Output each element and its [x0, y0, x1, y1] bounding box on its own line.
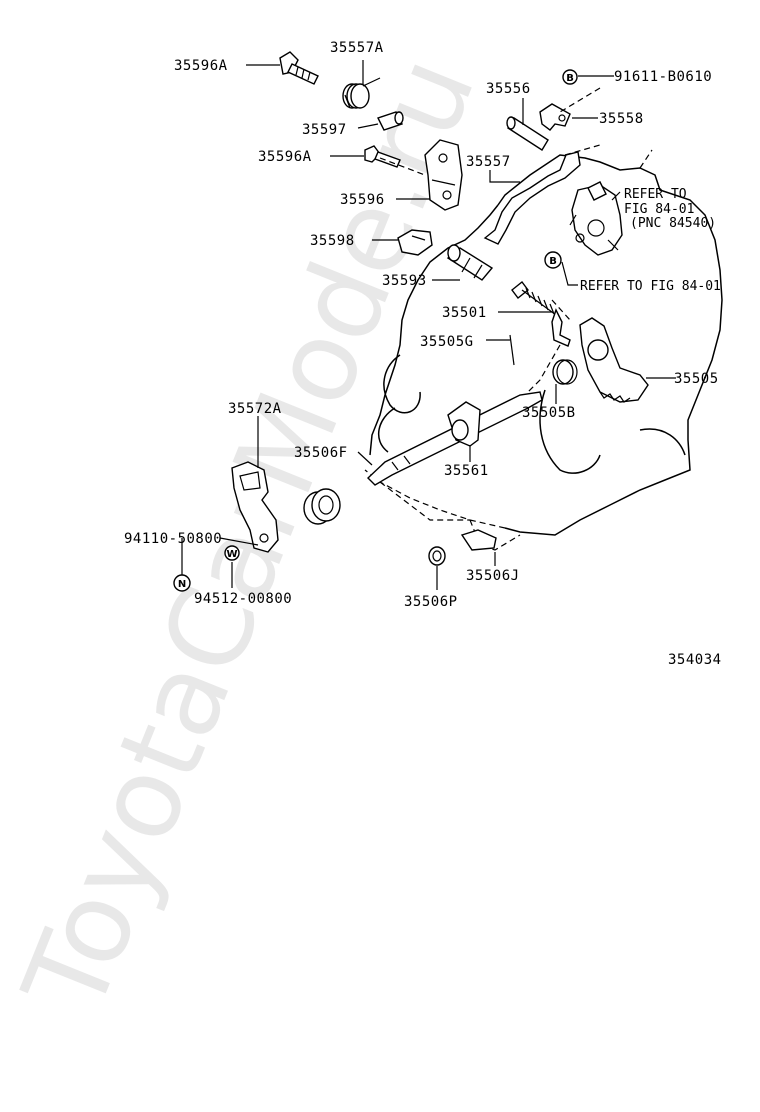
label-94512-00800: 94512-00800: [194, 591, 292, 607]
circle-mark-w: W: [224, 545, 240, 561]
label-91611-B0610: 91611-B0610: [614, 69, 712, 85]
label-35557: 35557: [466, 154, 511, 170]
label-35558: 35558: [599, 111, 644, 127]
part-clip-35558: [539, 103, 571, 131]
label-35596A-mid: 35596A: [258, 149, 312, 165]
label-35557A: 35557A: [330, 40, 384, 56]
part-bolt-35596A-top: [279, 51, 319, 85]
circle-mark-n: N: [173, 574, 191, 592]
label-35597: 35597: [302, 122, 347, 138]
part-plate-35506J: [460, 529, 497, 551]
part-pin-35597: [377, 111, 404, 131]
label-35506P: 35506P: [404, 594, 458, 610]
label-94110-50800: 94110-50800: [124, 531, 222, 547]
part-cam-35598: [397, 229, 433, 256]
label-refer-fig-2: REFER TO FIG 84-01: [580, 279, 721, 294]
circle-mark-b-top-letter: B: [566, 73, 574, 84]
part-pin-35505G: [509, 334, 515, 366]
part-bracket-35596: [424, 139, 463, 211]
label-refer-pnc: (PNC 84540): [630, 216, 716, 231]
label-35505G: 35505G: [420, 334, 474, 350]
label-35596: 35596: [340, 192, 385, 208]
label-35598: 35598: [310, 233, 355, 249]
leader-lines: [181, 60, 676, 590]
circle-mark-n-letter: N: [178, 579, 186, 590]
label-35561: 35561: [444, 463, 489, 479]
part-seal-35506F: [303, 488, 341, 525]
circle-mark-b-mid: B: [544, 251, 562, 269]
label-35505B: 35505B: [522, 405, 576, 421]
circle-mark-b-mid-letter: B: [549, 256, 557, 267]
circle-mark-b-top: B: [562, 69, 578, 85]
part-spring-35557A: [342, 77, 381, 109]
label-35572A: 35572A: [228, 401, 282, 417]
part-neutral-switch-assy: [569, 181, 623, 256]
label-35556: 35556: [486, 81, 531, 97]
label-35501: 35501: [442, 305, 487, 321]
watermark: ToyotaCarMode.ru: [0, 39, 501, 1031]
part-sector-35505: [579, 317, 649, 403]
label-35596A-top: 35596A: [174, 58, 228, 74]
part-washer-35506P: [428, 546, 446, 566]
label-refer-to-1: REFER TO: [624, 187, 687, 202]
label-35506J: 35506J: [466, 568, 520, 584]
part-shaft-35561: [366, 391, 543, 486]
label-35506F: 35506F: [294, 445, 348, 461]
part-sleeve-35593: [446, 244, 494, 281]
figure-code: 354034: [668, 652, 722, 668]
label-refer-fig-1: FIG 84-01: [624, 202, 694, 217]
label-35505: 35505: [674, 371, 719, 387]
watermark-text: ToyotaCarMode.ru: [0, 39, 501, 1031]
circle-mark-w-letter: W: [226, 549, 237, 560]
part-rod-35501: [511, 281, 571, 347]
part-labels: 35596A 35557A 91611-B0610 35556 35558 35…: [124, 40, 722, 668]
part-collar-35505B: [552, 359, 578, 385]
part-rod-35557: [483, 151, 581, 245]
part-pin-35556: [506, 116, 549, 151]
part-lever-35572A: [231, 461, 279, 553]
label-35593: 35593: [382, 273, 427, 289]
